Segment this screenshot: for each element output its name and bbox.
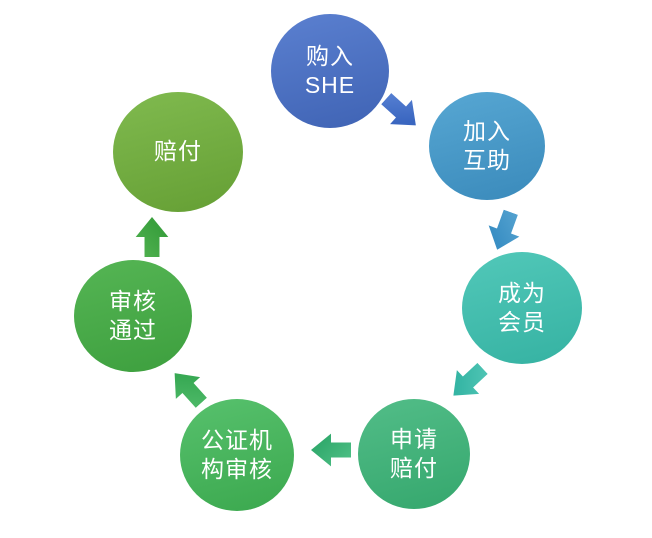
arrow-passed-to-compensation-icon — [135, 217, 169, 257]
node-join-mutual-aid: 加入 互助 — [429, 92, 545, 200]
node-apply-compensation: 申请 赔付 — [358, 399, 470, 509]
node-label-line2: 赔付 — [390, 455, 438, 481]
node-label-line1: 审核 — [109, 287, 157, 314]
arrow-apply-to-notary-icon — [311, 433, 351, 467]
node-label: 赔付 — [154, 137, 202, 166]
node-label-line1: 成为 — [498, 279, 546, 306]
node-review-passed: 审核 通过 — [74, 260, 192, 372]
node-compensation: 赔付 — [113, 92, 243, 212]
node-label-line2: 互助 — [463, 147, 511, 173]
node-label-line1: 公证机 — [201, 426, 273, 453]
node-become-member: 成为 会员 — [462, 252, 582, 364]
node-label: 购入 SHE — [305, 42, 355, 101]
node-label: 申请 赔付 — [390, 425, 438, 484]
arrow-join-to-member-icon — [481, 206, 527, 255]
node-label-line1: 购入 — [305, 42, 354, 69]
node-notary-review: 公证机 构审核 — [180, 399, 294, 511]
node-label-line2: 构审核 — [201, 456, 273, 482]
node-label: 公证机 构审核 — [201, 426, 273, 485]
node-label: 成为 会员 — [498, 279, 546, 338]
node-label-line2: SHE — [304, 72, 356, 98]
node-label: 加入 互助 — [463, 117, 511, 176]
node-label-line1: 申请 — [390, 425, 438, 452]
node-label: 审核 通过 — [109, 287, 157, 346]
node-label-line2: 会员 — [498, 309, 546, 335]
node-label-line1: 赔付 — [154, 138, 202, 165]
arrow-member-to-apply-icon — [442, 356, 494, 408]
node-buy-she: 购入 SHE — [271, 14, 389, 128]
node-label-line2: 通过 — [109, 317, 157, 343]
node-label-line1: 加入 — [463, 117, 511, 144]
